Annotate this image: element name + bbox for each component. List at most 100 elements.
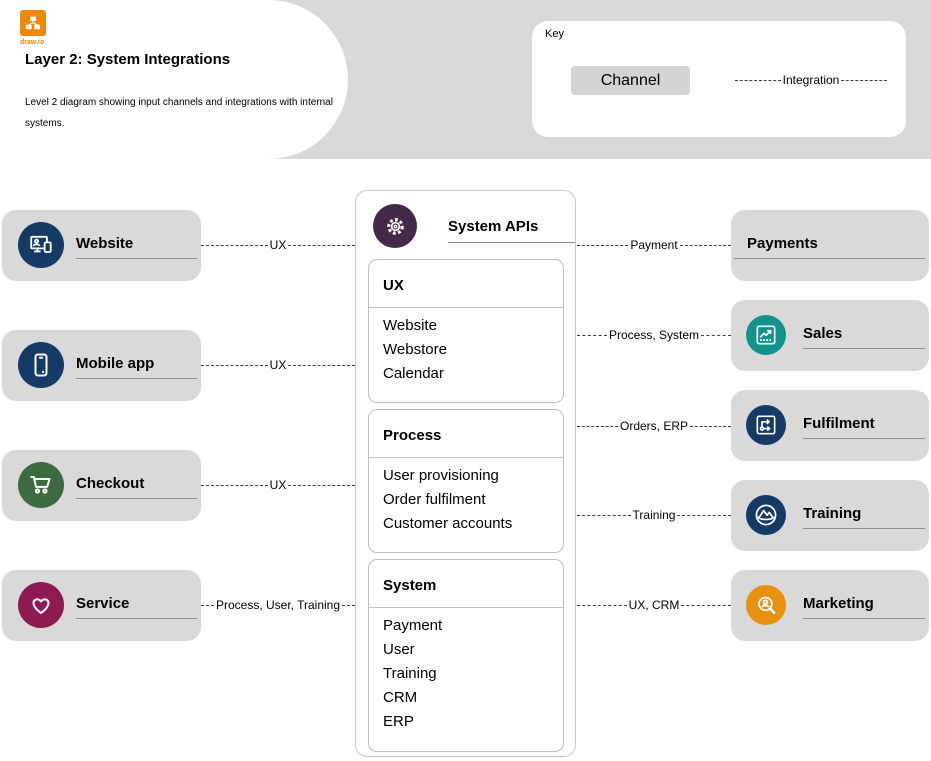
system-node-marketing: Marketing (731, 570, 929, 641)
dashed-line (288, 364, 356, 366)
api-item: Webstore (383, 341, 447, 358)
channel-label: Website (76, 235, 134, 252)
hub-title: System APIs (448, 218, 539, 235)
channel-label: Checkout (76, 475, 145, 492)
system-label: Fulfilment (803, 415, 875, 432)
legend-integration-sample: Integration (735, 73, 887, 87)
connector-label: UX (269, 358, 287, 372)
api-group-process: Process User provisioning Order fulfilme… (368, 409, 564, 553)
api-item: User (383, 641, 415, 658)
dashed-line (577, 334, 607, 336)
channel-label: Mobile app (76, 355, 155, 372)
dashed-line (201, 604, 214, 606)
dashed-line (677, 514, 732, 516)
dashed-line (201, 484, 268, 486)
connector-label: Payment (630, 238, 678, 252)
dashed-line (681, 604, 732, 606)
dashed-line (577, 244, 629, 246)
connector-hub-payments: Payment (577, 238, 732, 252)
drawio-wordmark: draw.io (20, 39, 45, 46)
mountain-badge-icon (746, 495, 786, 535)
title-card: draw.io Layer 2: System Integrations Lev… (0, 0, 348, 159)
page-description: Level 2 diagram showing input channels a… (25, 97, 333, 129)
label-underline (803, 528, 925, 529)
dashed-line (690, 425, 732, 427)
label-underline (803, 618, 925, 619)
label-underline (76, 618, 197, 619)
api-item: ERP (383, 713, 414, 730)
api-item: User provisioning (383, 467, 499, 484)
dashed-line (701, 334, 731, 336)
connector-hub-training: Training (577, 508, 732, 522)
channel-node-service: Service (2, 570, 201, 641)
group-title: UX (383, 277, 404, 294)
channel-node-website: Website (2, 210, 201, 281)
api-item: CRM (383, 689, 418, 706)
connector-label: Training (632, 508, 676, 522)
system-apis-hub: System APIs UX Website Webstore Calendar… (355, 190, 576, 757)
channel-node-mobile-app: Mobile app (2, 330, 201, 401)
connector-website-hub: UX (201, 238, 356, 252)
connector-label: UX, CRM (628, 598, 680, 612)
api-group-system: System Payment User Training CRM ERP (368, 559, 564, 752)
dashed-line (577, 514, 631, 516)
label-underline (803, 348, 925, 349)
connector-mobile-app-hub: UX (201, 358, 356, 372)
person-search-icon (746, 585, 786, 625)
dashed-line (288, 484, 356, 486)
connector-hub-marketing: UX, CRM (577, 598, 732, 612)
legend-card: Key Channel Integration (532, 21, 906, 137)
dashed-line (577, 425, 618, 427)
dashed-line (577, 604, 627, 606)
line-chart-icon (746, 315, 786, 355)
group-item-list: Website Webstore Calendar (369, 307, 563, 392)
label-underline (76, 378, 197, 379)
dashed-line (288, 244, 356, 246)
connector-checkout-hub: UX (201, 478, 356, 492)
connector-label: Process, User, Training (215, 598, 341, 612)
label-underline (76, 258, 197, 259)
shopping-cart-icon (18, 462, 64, 508)
system-node-fulfilment: Fulfilment (731, 390, 929, 461)
system-label: Training (803, 505, 862, 522)
label-underline (76, 498, 197, 499)
heart-icon (18, 582, 64, 628)
group-item-list: Payment User Training CRM ERP (369, 607, 563, 740)
connector-hub-fulfilment: Orders, ERP (577, 419, 732, 433)
connector-service-hub: Process, User, Training (201, 598, 355, 612)
connector-label: UX (269, 238, 287, 252)
group-title: System (383, 577, 437, 594)
group-item-list: User provisioning Order fulfilment Custo… (369, 457, 563, 542)
dashed-line (735, 79, 781, 81)
channel-label: Service (76, 595, 130, 612)
system-label: Payments (747, 235, 818, 252)
legend-title: Key (545, 28, 564, 40)
group-title: Process (383, 427, 442, 444)
legend-integration-label: Integration (782, 73, 840, 87)
workflow-icon (746, 405, 786, 445)
dashed-line (201, 364, 268, 366)
connector-label: UX (269, 478, 287, 492)
api-group-ux: UX Website Webstore Calendar (368, 259, 564, 403)
dashed-line (841, 79, 887, 81)
connector-label: Orders, ERP (620, 419, 689, 433)
label-underline (803, 438, 925, 439)
system-node-sales: Sales (731, 300, 929, 371)
system-label: Sales (803, 325, 843, 342)
system-node-training: Training (731, 480, 929, 551)
legend-channel-sample: Channel (571, 66, 690, 95)
page-title: Layer 2: System Integrations (25, 51, 231, 68)
dashed-line (342, 604, 355, 606)
api-item: Customer accounts (383, 515, 513, 532)
api-item: Order fulfilment (383, 491, 486, 508)
responsive-devices-icon (18, 222, 64, 268)
gear-icon (373, 204, 417, 248)
channel-node-checkout: Checkout (2, 450, 201, 521)
drawio-logo-icon (20, 10, 46, 36)
api-item: Training (383, 665, 437, 682)
connector-label: Process, System (608, 328, 700, 342)
system-node-payments: Payments (731, 210, 929, 281)
system-label: Marketing (803, 595, 874, 612)
label-underline (734, 258, 925, 259)
